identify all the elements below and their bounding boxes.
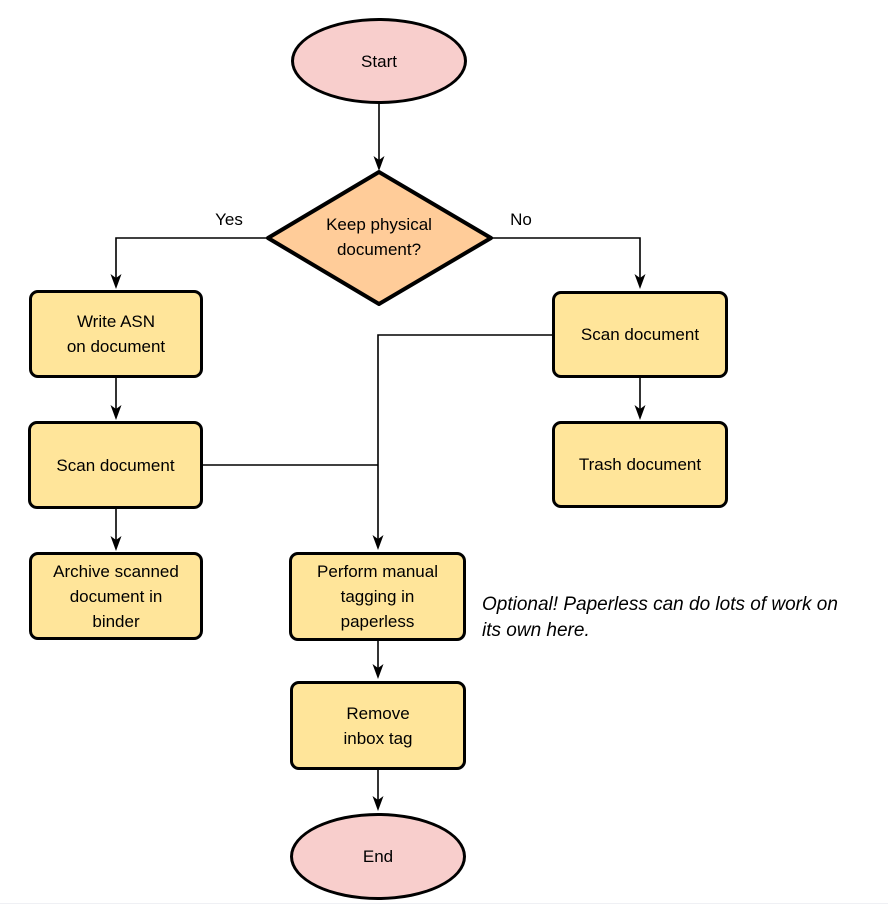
node-start: Start [291, 18, 467, 104]
decision-diamond-shape [266, 170, 493, 306]
node-scan-document-right: Scan document [552, 291, 728, 378]
arrowhead [634, 405, 646, 420]
page-bottom-divider [0, 903, 888, 904]
edge-label-yes: Yes [215, 210, 243, 229]
node-end-label: End [362, 847, 394, 866]
edge-decision-no [491, 237, 641, 285]
arrowhead [373, 156, 385, 171]
node-remove-inbox-tag: Remove inbox tag [290, 681, 466, 770]
arrowhead [110, 536, 122, 551]
arrowhead [372, 664, 384, 679]
arrowhead [110, 274, 122, 289]
node-trash-document: Trash document [552, 421, 728, 508]
arrowhead [110, 405, 122, 420]
arrowhead [372, 535, 384, 550]
edge-decision-yes [115, 237, 268, 285]
node-scan-document-left: Scan document [28, 421, 203, 509]
node-decision-label: Keep physical document? [326, 215, 432, 259]
arrowhead [634, 274, 646, 289]
node-manual-tagging: Perform manual tagging in paperless [289, 552, 466, 641]
arrowhead [372, 796, 384, 811]
node-scan-document-left-label: Scan document [56, 455, 175, 475]
node-archive-binder: Archive scanned document in binder [29, 552, 203, 640]
node-scan-document-right-label: Scan document [580, 325, 700, 344]
edge-scanright-to-tagging [377, 334, 552, 546]
node-end: End [290, 813, 466, 900]
edge-label-no: No [510, 210, 532, 229]
node-start-label: Start [361, 51, 397, 71]
node-write-asn: Write ASN on document [29, 290, 203, 378]
optional-note: Optional! Paperless can do lots of work … [482, 594, 838, 641]
node-trash-document-label: Trash document [578, 455, 702, 474]
